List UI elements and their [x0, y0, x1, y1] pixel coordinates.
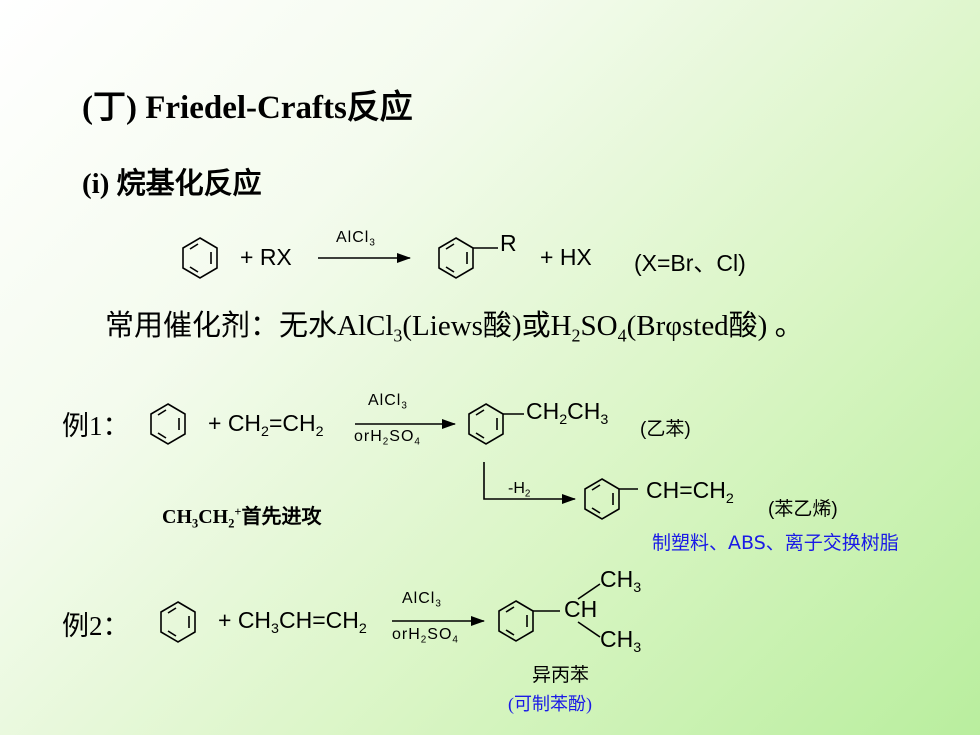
dehydrogenation-condition: -H2	[508, 480, 531, 500]
isopropyl-ch3-bottom: CH3	[600, 626, 642, 656]
benzene-ring-icon	[584, 478, 638, 520]
byproduct-hx: + HX	[540, 244, 592, 270]
benzene-ring-icon	[468, 403, 524, 445]
styrene-name: (苯乙烯)	[768, 499, 838, 520]
slide-title: (丁) Friedel-Crafts反应	[82, 90, 413, 126]
benzene-ring-icon	[160, 601, 196, 643]
benzene-ring-icon	[498, 600, 560, 642]
benzene-ring-icon	[150, 403, 186, 445]
reagent-rx: + RX	[240, 244, 292, 270]
example1-catalyst-top: AlCl3	[368, 392, 408, 412]
example2-catalyst-top: AlCl3	[402, 590, 442, 610]
cumene-note: (可制苯酚)	[508, 694, 592, 714]
example1-reagent: + CH2=CH2	[208, 410, 324, 440]
cumene-name: 异丙苯	[532, 665, 590, 686]
styrene-uses: 制塑料、ABS、离子交换树脂	[652, 532, 899, 554]
styrene-formula: CH=CH2	[646, 477, 734, 507]
example1-catalyst-bottom: orH2SO4	[354, 428, 421, 448]
ethylbenzene-formula: CH2CH3	[526, 398, 609, 428]
reaction-arrow	[483, 462, 576, 504]
example1-label: 例1：	[62, 411, 130, 441]
isopropyl-bond	[577, 621, 601, 638]
example2-label: 例2：	[62, 611, 130, 641]
benzene-ring-icon	[182, 237, 218, 279]
attack-note: CH3CH2+首先进攻	[162, 505, 322, 531]
r-group: R	[500, 230, 517, 256]
example2-reagent: + CH3CH=CH2	[218, 607, 367, 637]
isopropyl-bond	[577, 583, 601, 600]
section-subtitle: (i) 烷基化反应	[82, 168, 262, 200]
catalyst-sentence: 常用催化剂：无水AlCl3(Liews酸)或H2SO4(Brφsted酸) 。	[105, 310, 804, 346]
halogen-note: (X=Br、Cl)	[634, 250, 746, 276]
ethylbenzene-name: (乙苯)	[640, 419, 691, 440]
catalyst-label: AlCl3	[336, 229, 376, 249]
benzene-ring-icon	[438, 237, 498, 279]
example2-catalyst-bottom: orH2SO4	[392, 626, 459, 646]
isopropyl-ch: CH	[564, 596, 598, 622]
isopropyl-ch3-top: CH3	[600, 566, 642, 596]
